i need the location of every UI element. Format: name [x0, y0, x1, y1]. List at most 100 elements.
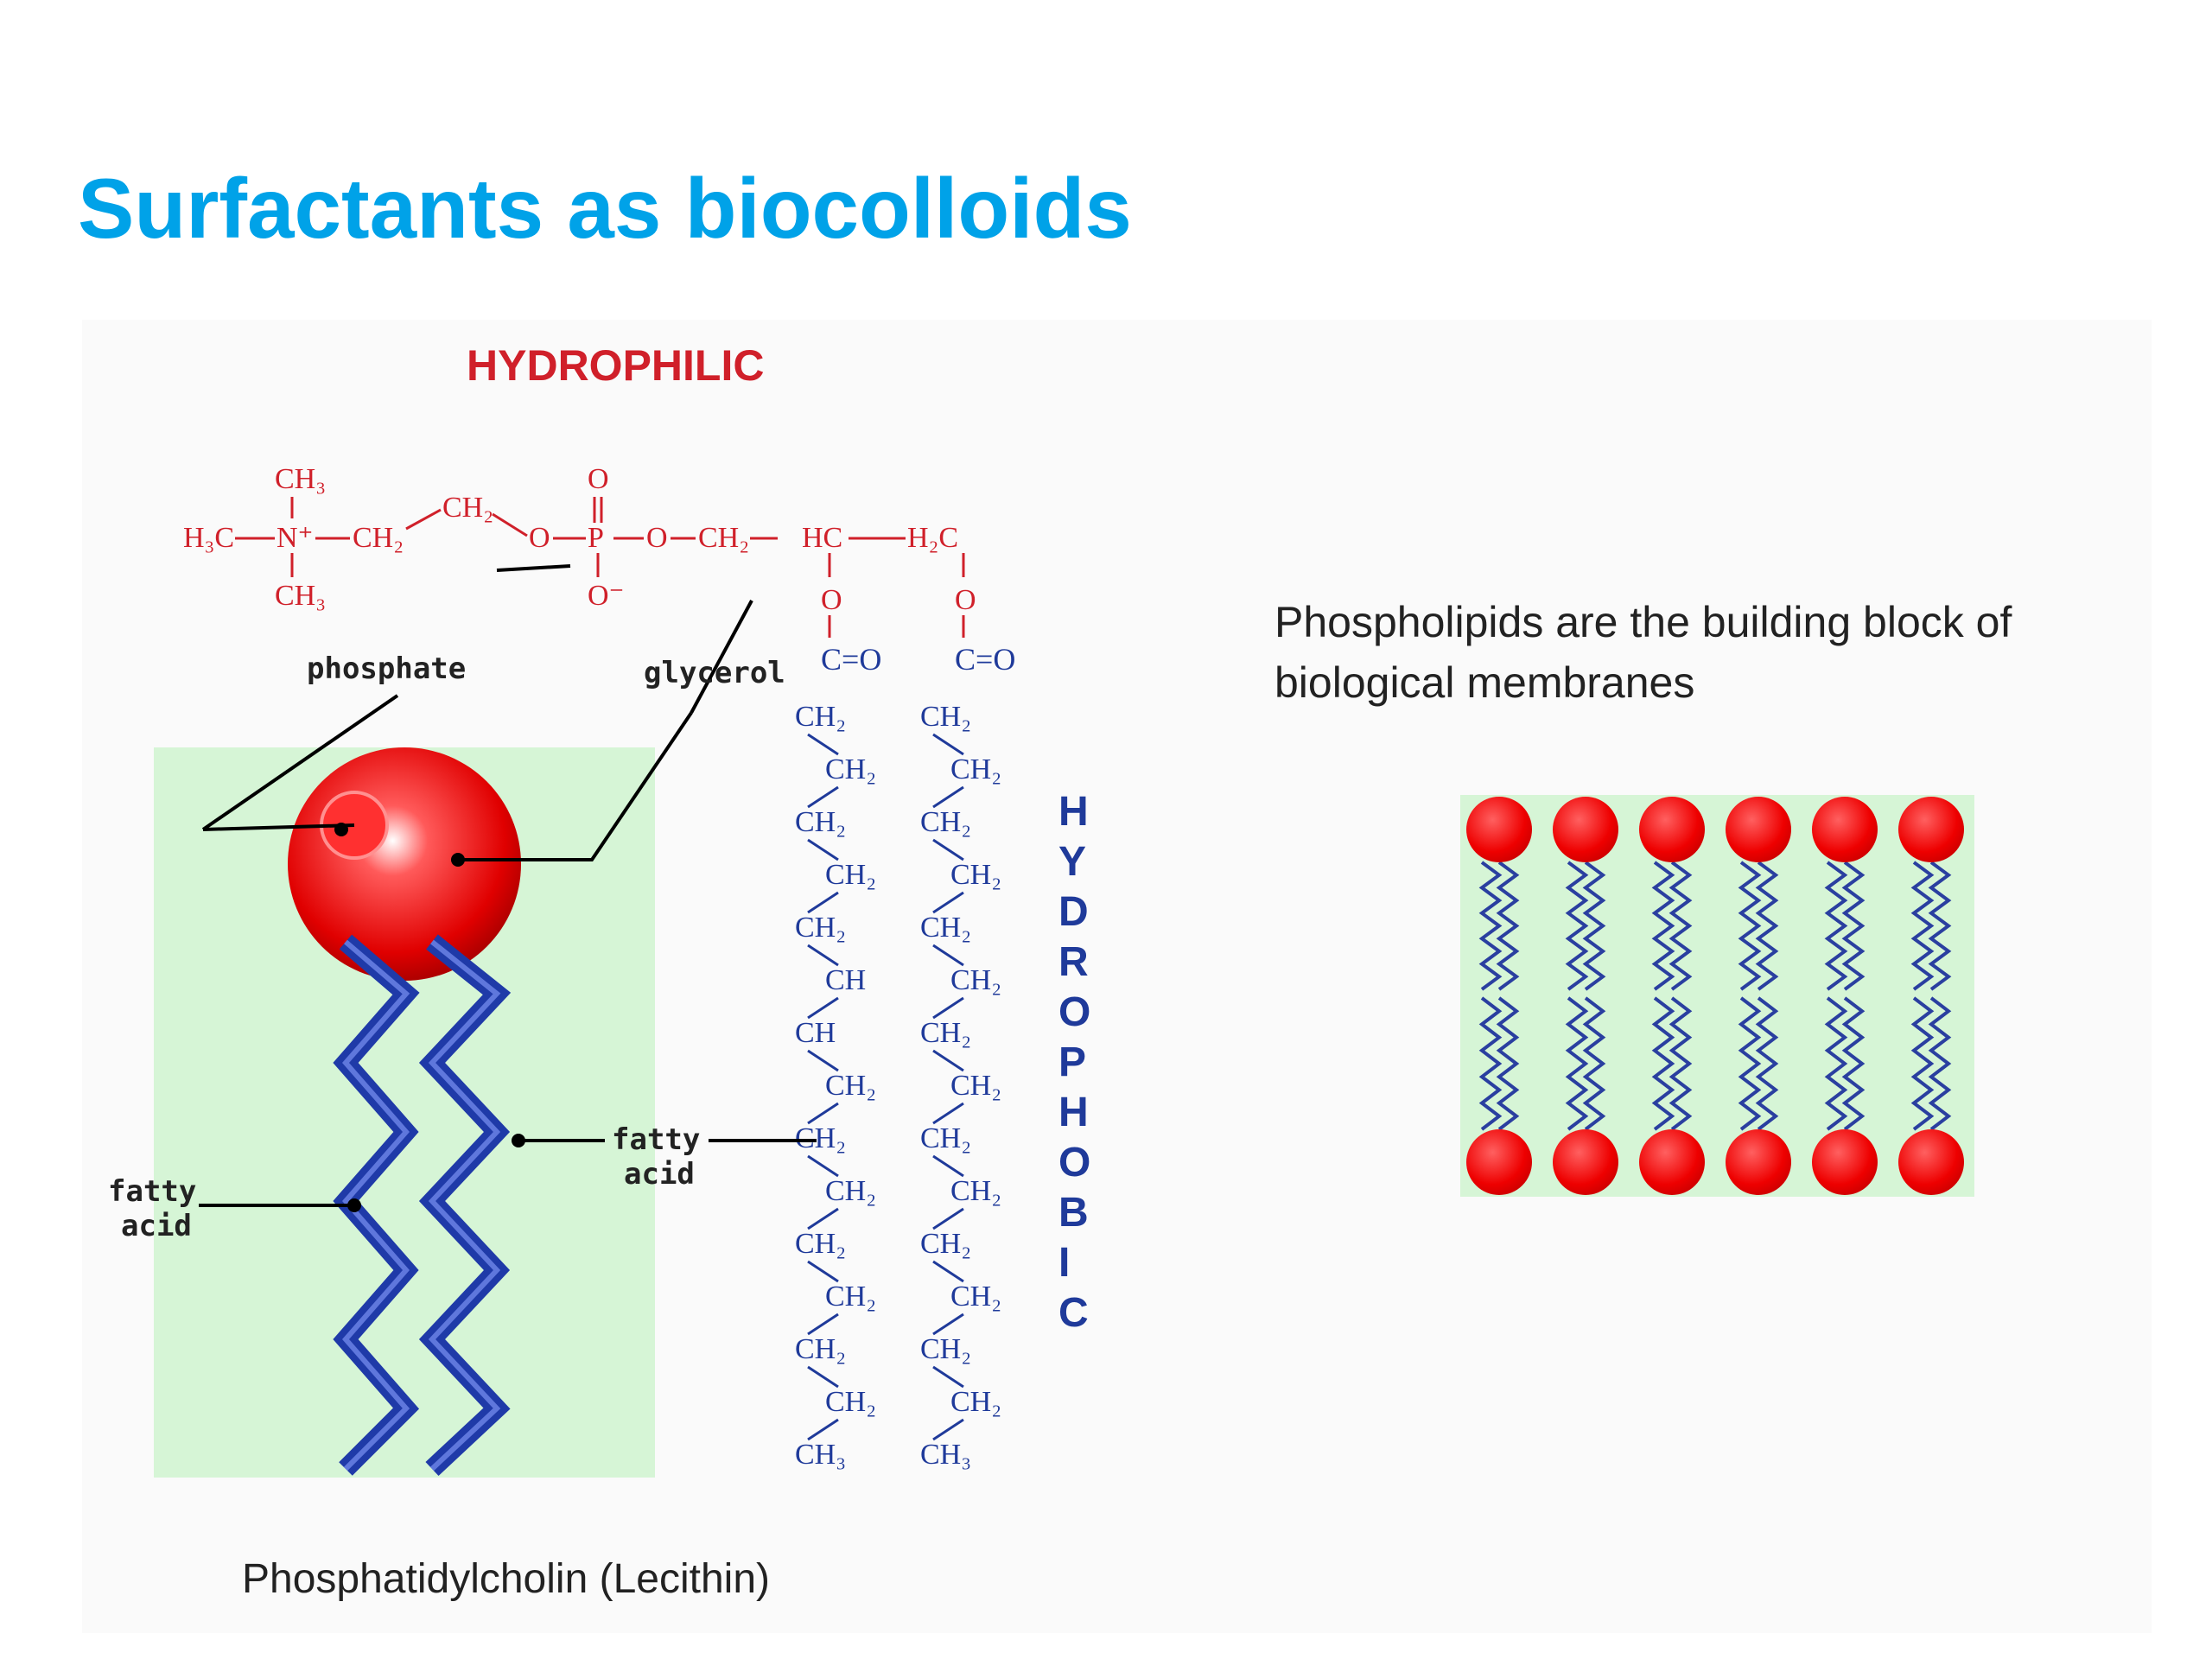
formula-o-double: O	[588, 463, 609, 495]
formula-hc: HC	[802, 522, 842, 554]
chain-right-unit: CH₂	[920, 806, 971, 838]
hydrophobic-letter: I	[1058, 1240, 1070, 1286]
lipid-head	[1553, 797, 1618, 862]
formula-ch3-top: CH₃	[275, 463, 326, 495]
hydrophobic-letter: O	[1058, 989, 1090, 1035]
hydrophobic-letter: H	[1058, 789, 1089, 835]
formula-ch3-bottom: CH₃	[275, 580, 326, 612]
lipid-tail	[1755, 996, 1779, 1131]
hydrophobic-letter: H	[1058, 1090, 1089, 1135]
lipid-tail	[1738, 861, 1762, 991]
formula-ch2-b: CH₂	[442, 492, 493, 524]
lipid-head	[1726, 1129, 1791, 1195]
hydrophobic-letter: B	[1058, 1190, 1089, 1236]
lipid-bilayer	[1466, 797, 1964, 1195]
chain-right-bond	[932, 733, 964, 756]
chain-right-bond	[932, 891, 964, 914]
chain-right-bond	[932, 1418, 964, 1441]
fatty-acid-left-label-1: fatty	[108, 1174, 196, 1209]
formula-co-left: C=O	[821, 642, 881, 677]
lipid-head	[1466, 797, 1532, 862]
chain-left-unit: CH₂	[795, 1228, 846, 1260]
chain-left-bond	[807, 944, 839, 967]
chain-left-unit: CH₂	[825, 753, 876, 785]
lipid-tail	[1910, 861, 1935, 991]
chain-right-bond	[932, 1365, 964, 1389]
head-group-formula: CH₃ H₃C N⁺ CH₂ CH₂ O P O O⁻ O CH₂ HC H₂C…	[183, 463, 976, 638]
chain-left-bond	[807, 1365, 839, 1389]
hydrophobic-letter: P	[1058, 1039, 1086, 1085]
chain-right-bond	[932, 785, 964, 809]
chain-left-bond	[807, 785, 839, 809]
figure-caption: Phosphatidylcholin (Lecithin)	[242, 1556, 771, 1602]
chain-left-unit: CH₂	[795, 1333, 846, 1365]
chain-right-unit: CH₂	[920, 1333, 971, 1365]
chain-left-unit: CH₂	[825, 1386, 876, 1418]
lipid-head	[1898, 1129, 1964, 1195]
formula-h2c: H₂C	[907, 522, 958, 554]
lipid-tail	[1738, 996, 1762, 1131]
lipid-tail	[1496, 861, 1520, 991]
chain-right-unit: CH₂	[950, 1386, 1001, 1418]
lipid-tail	[1841, 996, 1866, 1131]
chain-right-unit: CH₂	[950, 1281, 1001, 1313]
lipid-head	[1553, 1129, 1618, 1195]
lipid-tail	[1824, 996, 1848, 1131]
lipid-tail	[1910, 996, 1935, 1131]
lipid-tail	[1928, 861, 1952, 991]
formula-h3c: H₃C	[183, 522, 234, 554]
formula-ch2-c: CH₂	[698, 522, 749, 554]
lipid-tail	[1669, 996, 1693, 1131]
chain-right-bond	[932, 1102, 964, 1125]
formula-n-plus: N⁺	[276, 522, 314, 554]
chain-left-unit: CH	[795, 1017, 836, 1049]
chain-right-unit: CH₃	[920, 1439, 971, 1471]
chain-right-unit: CH₂	[920, 701, 971, 733]
chain-left-unit: CH₃	[795, 1439, 846, 1471]
chain-right-bond	[932, 944, 964, 967]
formula-o-left: O	[821, 584, 842, 616]
chain-left-unit: CH₂	[825, 1070, 876, 1102]
fatty-acid-left-label-2: acid	[121, 1209, 192, 1243]
polar-head-sphere	[288, 747, 521, 981]
chain-left-bond	[807, 838, 839, 861]
hydrophobic-letter: Y	[1058, 839, 1086, 885]
ester-groups: C=O C=O	[821, 642, 1015, 677]
glycerol-label: glycerol	[644, 656, 785, 690]
chain-right-bond	[932, 1260, 964, 1283]
lipid-tail	[1755, 861, 1779, 991]
lipid-tail	[1651, 996, 1675, 1131]
lipid-head	[1812, 1129, 1878, 1195]
lipid-head	[1639, 797, 1705, 862]
chain-right-bond	[932, 1049, 964, 1072]
lipid-tail	[1478, 861, 1503, 991]
chain-left-unit: CH₂	[795, 1122, 846, 1154]
bilayer-panel	[1460, 795, 1974, 1197]
chain-left-bond	[807, 1049, 839, 1072]
chain-right-unit: CH₂	[950, 1070, 1001, 1102]
chain-right-unit: CH₂	[920, 1122, 971, 1154]
chain-left-bond	[807, 891, 839, 914]
cartoon-tail-right-highlight	[428, 939, 501, 1471]
fatty-acid-right-label-1: fatty	[612, 1122, 700, 1157]
chain-right-unit: CH₂	[950, 859, 1001, 891]
lipid-head	[1466, 1129, 1532, 1195]
lipid-tail	[1841, 861, 1866, 991]
hydrophobic-letter: R	[1058, 939, 1089, 985]
chain-left-bond	[807, 1102, 839, 1125]
chain-right-bond	[932, 1154, 964, 1178]
chain-left-unit: CH₂	[825, 1281, 876, 1313]
chain-left-bond	[807, 733, 839, 756]
lipid-tail	[1582, 861, 1606, 991]
chain-right-bond	[932, 996, 964, 1020]
fatty-acid-right-label-2: acid	[624, 1157, 695, 1192]
lipid-tail	[1928, 996, 1952, 1131]
formula-o-minus: O⁻	[588, 580, 625, 612]
chain-left-unit: CH₂	[825, 1175, 876, 1207]
lipid-head	[1639, 1129, 1705, 1195]
chain-left-bond	[807, 1260, 839, 1283]
chain-left-unit: CH	[825, 964, 866, 996]
fatty-acid-chain-left: CH₂CH₂CH₂CH₂CH₂CHCHCH₂CH₂CH₂CH₂CH₂CH₂CH₂…	[795, 701, 876, 1471]
hydrophobic-letter: C	[1058, 1290, 1089, 1336]
chain-left-unit: CH₂	[795, 701, 846, 733]
